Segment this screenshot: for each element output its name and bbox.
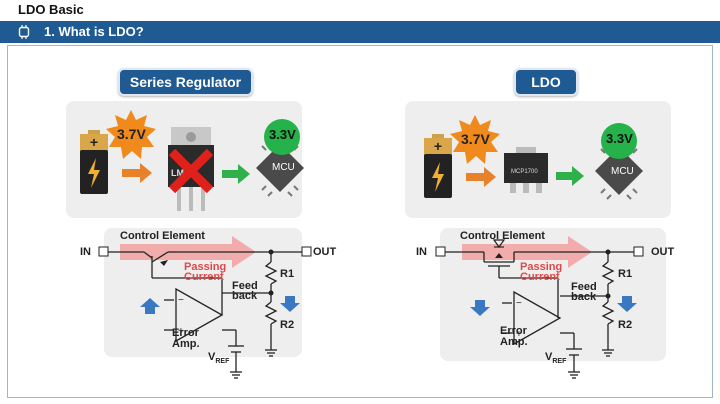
vref-main: V <box>208 351 216 363</box>
feedback-label-2: back <box>232 290 258 302</box>
mcu-voltage-badge <box>601 123 637 159</box>
feedback-label-1: Feed <box>571 281 597 293</box>
cross-mark-icon <box>168 149 214 193</box>
control-element-label: Control Element <box>460 230 545 242</box>
mcu-label: MCU <box>611 166 634 177</box>
vref-subscript: REF <box>215 358 230 366</box>
mcu-label: MCU <box>272 162 295 173</box>
r2-label: R2 <box>618 319 633 331</box>
r1-label: R1 <box>280 268 295 280</box>
vref-label: VREF <box>208 351 229 365</box>
error-amp-label-2: Amp. <box>172 338 200 350</box>
battery-voltage: 3.7V <box>461 131 490 147</box>
in-label: IN <box>416 246 427 258</box>
title-bar: LDO Basic <box>0 0 720 20</box>
series-regulator-title: Series Regulator <box>118 68 253 96</box>
out-label: OUT <box>313 246 337 258</box>
feedback-label-1: Feed <box>232 280 258 292</box>
voltage-burst-icon <box>450 115 500 164</box>
series-regulator-circuit: − + <box>98 236 312 379</box>
svg-text:+: + <box>90 134 98 150</box>
vref-label: VREF <box>545 351 566 365</box>
arrow-right-green-icon <box>556 166 584 186</box>
mcu-voltage: 3.3V <box>269 127 296 142</box>
vref-subscript: REF <box>552 358 567 366</box>
page-title: LDO Basic <box>18 2 84 17</box>
error-amp-label-1: Error <box>500 325 527 337</box>
chip-icon <box>18 25 30 39</box>
arrow-right-icon <box>466 167 496 187</box>
passing-current-label-1: Passing <box>520 261 563 273</box>
mcu-voltage: 3.3V <box>606 131 633 146</box>
regulator-marking: MCP1700 <box>511 169 538 175</box>
passing-current-label-2: Current <box>520 271 560 283</box>
feedback-label-2: back <box>571 291 597 303</box>
control-element-label: Control Element <box>120 230 205 242</box>
section-title: 1. What is LDO? <box>44 24 144 39</box>
battery-voltage: 3.7V <box>117 126 146 142</box>
in-label: IN <box>80 246 91 258</box>
out-label: OUT <box>651 246 675 258</box>
passing-current-label-2: Current <box>184 271 224 283</box>
r1-label: R1 <box>618 268 633 280</box>
arrow-right-green-icon <box>222 164 250 184</box>
svg-text:+: + <box>434 138 442 154</box>
section-bar <box>0 21 720 43</box>
svg-text:−: − <box>178 295 184 306</box>
r2-label: R2 <box>280 319 295 331</box>
svg-text:−: − <box>516 298 522 309</box>
svg-text:+: + <box>178 326 184 337</box>
ldo-circuit: − + <box>435 236 644 379</box>
mcu-voltage-badge <box>264 119 300 155</box>
arrow-right-icon <box>122 163 152 183</box>
battery-icon: + <box>80 130 108 194</box>
voltage-burst-icon <box>106 110 156 159</box>
ldo-title: LDO <box>514 68 578 96</box>
svg-text:+: + <box>516 329 522 340</box>
error-amp-label-2: Amp. <box>500 336 528 348</box>
passing-current-label-1: Passing <box>184 261 227 273</box>
error-amp-label-1: Error <box>172 327 199 339</box>
vref-main: V <box>545 351 553 363</box>
battery-icon: + <box>424 134 452 198</box>
regulator-sot223-icon <box>504 147 548 193</box>
